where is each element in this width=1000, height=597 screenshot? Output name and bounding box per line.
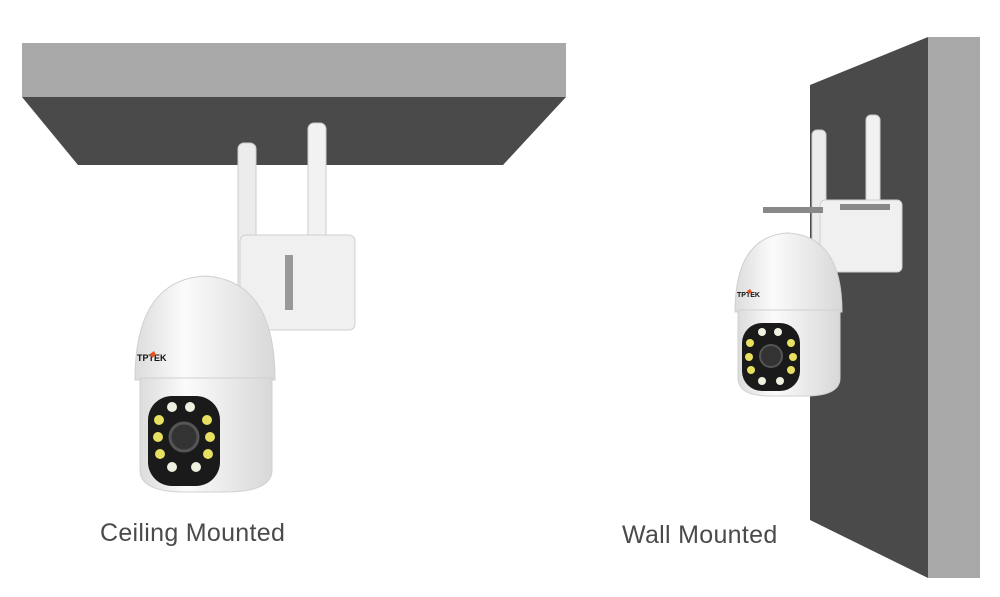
brand-logo-text: TPTEK <box>737 292 760 299</box>
wall-camera: TPTEK <box>734 114 903 397</box>
lens <box>168 421 200 453</box>
mount-bracket <box>819 199 903 273</box>
screw <box>840 204 890 210</box>
lens <box>759 344 783 368</box>
brand-logo: TPTEK <box>737 289 760 299</box>
wall-mounted-label: Wall Mounted <box>622 521 778 549</box>
screw <box>285 255 293 310</box>
logo-accent-icon <box>747 289 752 294</box>
screw <box>763 207 823 213</box>
ceiling-camera: TPTEK <box>134 122 356 493</box>
ceiling-surface <box>22 43 566 165</box>
ceiling-mounted-label: Ceiling Mounted <box>100 519 286 547</box>
wall-surface <box>810 37 980 578</box>
mount-bracket <box>239 234 356 331</box>
logo-accent-icon <box>150 351 156 358</box>
brand-logo-text: TPTEK <box>137 353 167 363</box>
brand-logo: TPTEK <box>137 351 167 363</box>
